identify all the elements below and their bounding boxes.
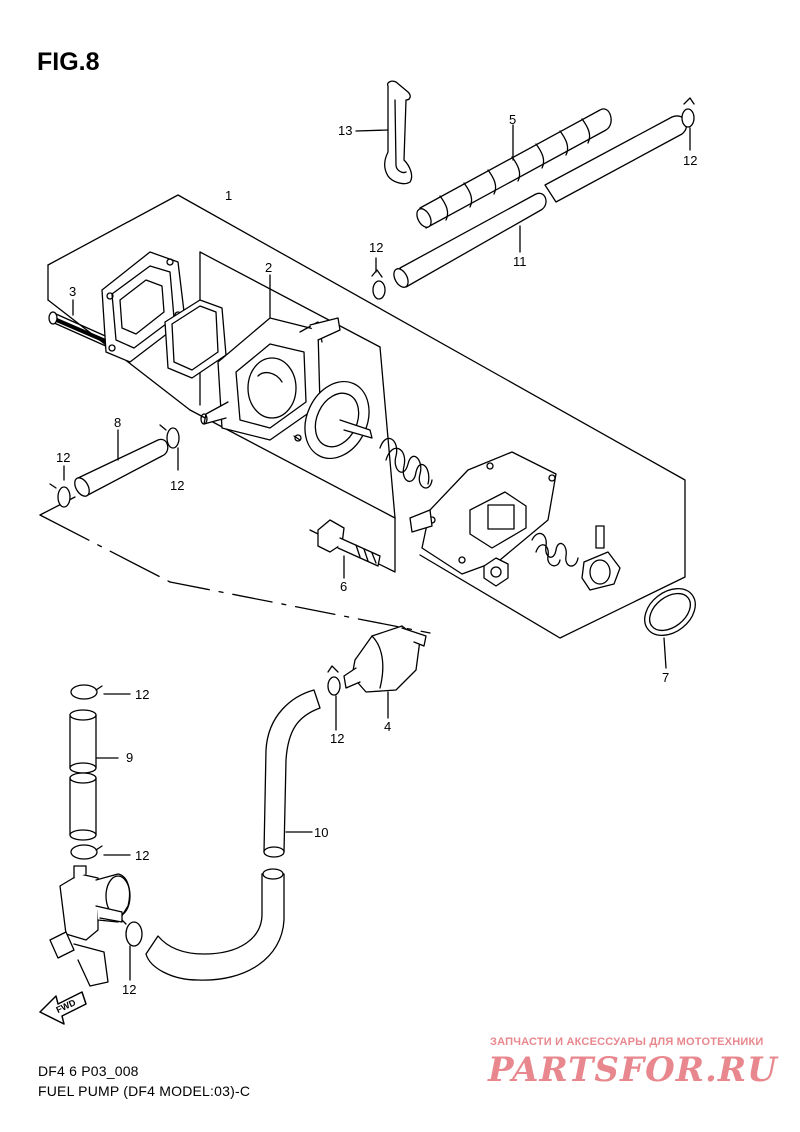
callout-12-hose9-bottom: 12	[135, 848, 149, 863]
callout-11: 11	[513, 254, 527, 269]
diagram-caption: FUEL PUMP (DF4 MODEL:03)-C	[38, 1083, 251, 1099]
clip-part-12-upper-mid	[371, 257, 386, 300]
fwd-arrow-icon: FWD	[39, 991, 87, 1025]
valve-housing	[409, 451, 557, 575]
callout-10: 10	[314, 825, 328, 840]
figure-title: FIG.8	[37, 48, 100, 76]
diaphragm	[293, 380, 373, 460]
callout-1: 1	[225, 188, 232, 203]
hose-part-8	[74, 429, 169, 497]
callout-7: 7	[662, 670, 669, 685]
clip-part-12-hose9-bottom	[70, 844, 131, 860]
hose-part-5	[416, 108, 612, 229]
clip-part-12-left-b	[159, 424, 180, 471]
callout-5: 5	[509, 112, 516, 127]
hose-part-11	[393, 115, 688, 288]
callout-4: 4	[384, 719, 391, 734]
callout-2: 2	[265, 260, 272, 275]
screw-part-3	[48, 299, 113, 348]
hose-part-9	[69, 709, 119, 841]
fuel-filter-part-4	[343, 625, 427, 719]
bolt-part-6	[317, 519, 381, 579]
callout-12-upper-mid: 12	[369, 240, 383, 255]
valve-cap	[581, 551, 621, 591]
watermark-tagline: ЗАПЧАСТИ И АКСЕССУАРЫ ДЛЯ МОТОТЕХНИКИ	[490, 1036, 764, 1048]
clip-part-12-top-right	[681, 97, 695, 151]
clip-part-13	[355, 80, 413, 185]
callout-6: 6	[340, 579, 347, 594]
valve-spring	[531, 532, 579, 567]
callout-12-filter: 12	[330, 731, 344, 746]
fuel-cock	[49, 865, 131, 987]
watermark-logo: PARTSFOR.RU	[488, 1050, 778, 1090]
clip-part-12-filter	[327, 665, 341, 731]
callout-12-fuel-cock: 12	[122, 982, 136, 997]
callout-3: 3	[69, 284, 76, 299]
o-ring-part-7	[644, 587, 696, 669]
diaphragm-spring	[379, 437, 433, 489]
callout-9: 9	[126, 750, 133, 765]
pump-body-part-2	[200, 274, 341, 441]
clip-part-12-fuel-cock	[121, 919, 143, 981]
clip-part-12-hose9-top	[70, 684, 131, 700]
callout-12-top-right: 12	[683, 153, 697, 168]
callout-8: 8	[114, 415, 121, 430]
valve-pin	[595, 525, 605, 549]
callout-12-hose9-top: 12	[135, 687, 149, 702]
pump-cover	[101, 251, 186, 363]
callout-13: 13	[338, 123, 352, 138]
clip-part-12-left-a	[49, 465, 71, 508]
callout-12-left-a: 12	[56, 450, 70, 465]
nut	[483, 557, 509, 587]
diagram-code: DF4 6 P03_008	[38, 1063, 139, 1079]
callout-12-left-b: 12	[170, 478, 184, 493]
hose-part-10	[145, 689, 321, 981]
